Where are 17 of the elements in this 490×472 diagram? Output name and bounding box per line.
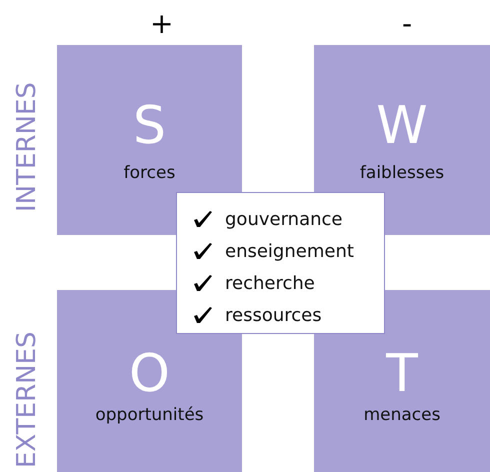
- list-item: gouvernance: [225, 208, 342, 230]
- quadrant-label: opportunités: [94, 405, 205, 425]
- list-item: recherche: [225, 272, 315, 294]
- row-label: INTERNES: [14, 82, 40, 212]
- plus-sign: +: [150, 10, 174, 38]
- quadrant-letter: S: [132, 100, 167, 152]
- quadrant-letter: O: [128, 348, 171, 400]
- minus-sign: -: [402, 10, 412, 38]
- list-box: [176, 192, 385, 334]
- list-item: ressources: [225, 304, 322, 326]
- quadrant-label: faiblesses: [358, 163, 446, 183]
- quadrant-letter: W: [375, 100, 429, 152]
- row-label: EXTERNES: [14, 331, 40, 468]
- list-item: enseignement: [225, 240, 354, 262]
- quadrant-label: menaces: [362, 405, 442, 425]
- quadrant-label: forces: [122, 163, 176, 183]
- quadrant-letter: T: [385, 348, 419, 400]
